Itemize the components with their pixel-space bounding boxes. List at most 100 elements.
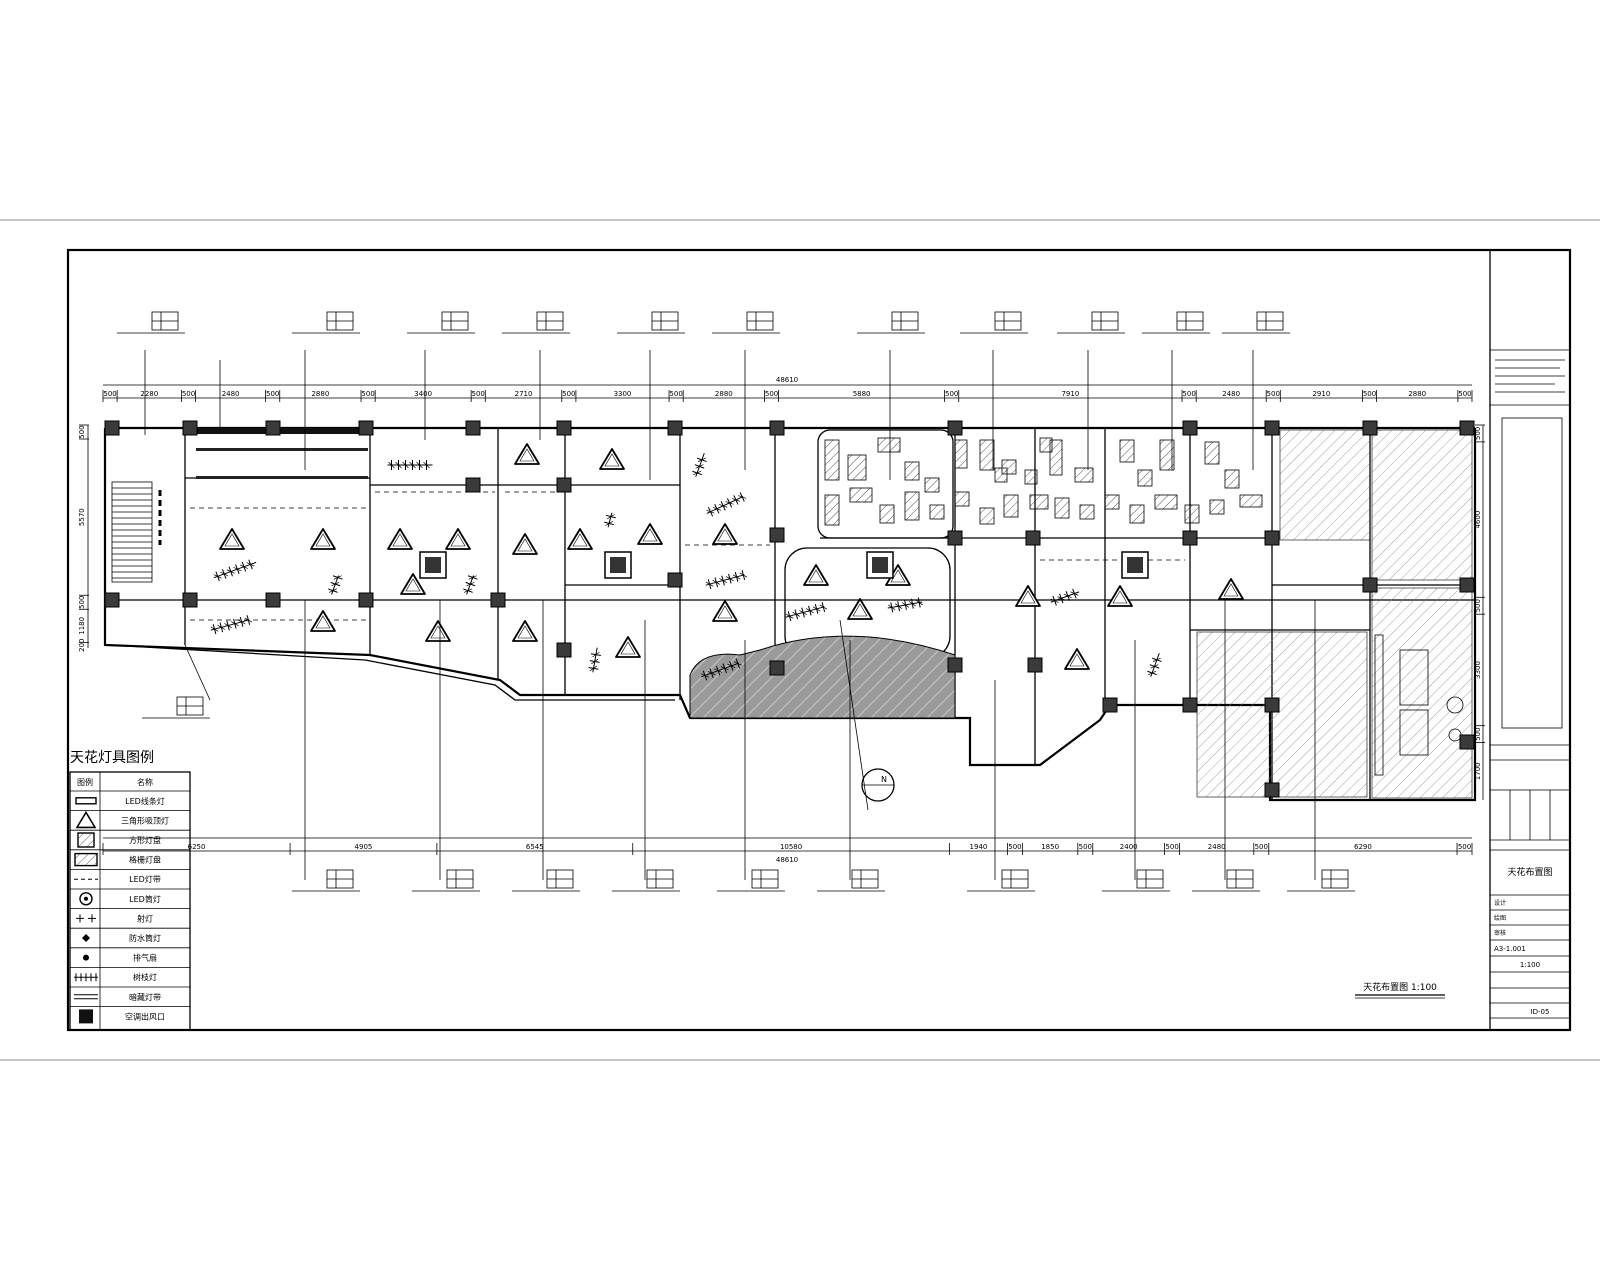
- column-16: [358, 592, 374, 608]
- top-dimension-23: 2880: [1408, 390, 1426, 398]
- column-18: [556, 642, 572, 658]
- svg-text:设计: 设计: [1494, 899, 1506, 907]
- top-dimension-15: 5880: [853, 390, 871, 398]
- svg-text:1:100: 1:100: [1520, 961, 1540, 969]
- column-13: [104, 592, 120, 608]
- column-5: [556, 420, 572, 436]
- legend-item-label: 暗藏灯带: [129, 992, 161, 1002]
- bottom-callout-tag-5: [817, 869, 885, 892]
- top-callout-tag-8: [1057, 311, 1125, 334]
- bottom-dimension-9: 500: [1165, 843, 1178, 851]
- left-dimension-4: 200: [78, 639, 86, 652]
- top-dimension-14: 500: [765, 390, 778, 398]
- bottom-dimension-7: 500: [1079, 843, 1092, 851]
- column-23: [1182, 530, 1198, 546]
- bottom-callout-tag-4: [717, 869, 785, 892]
- legend-item-label: 三角形吸顶灯: [121, 815, 169, 825]
- black-square-icon: [79, 1009, 93, 1024]
- bottom-dimension-6: 1850: [1041, 843, 1059, 851]
- column-4: [465, 420, 481, 436]
- branch-light-0: [387, 460, 433, 470]
- display-board-16: [824, 494, 840, 526]
- legend: 天花灯具图例 图例 名称 LED线条灯三角形吸顶灯方形灯盘格栅灯盘LED灯带LE…: [69, 750, 191, 1031]
- svg-text:名称: 名称: [137, 777, 153, 787]
- display-board-5: [954, 439, 968, 469]
- sheet-number-text: ID-05: [1531, 1008, 1550, 1016]
- triangle-light-icon: [75, 810, 97, 829]
- top-callout-tag-2: [407, 311, 475, 334]
- top-dimension-10: 500: [562, 390, 575, 398]
- bottom-dimension-4: 1940: [970, 843, 988, 851]
- svg-text:审核: 审核: [1494, 929, 1506, 937]
- top-callout-tag-9: [1142, 311, 1210, 334]
- left-callout-tag-99: [142, 696, 210, 719]
- branch-light-12: [887, 597, 923, 613]
- top-callout-tag-4: [617, 311, 685, 334]
- top-dimension-5: 2880: [311, 390, 329, 398]
- display-board-9: [1074, 467, 1094, 483]
- square-panel-icon: [77, 832, 95, 848]
- display-board-19: [904, 491, 920, 521]
- top-callout-tag-1: [292, 311, 360, 334]
- legend-item-label: 射灯: [137, 913, 153, 923]
- total-dimension-bottom: 48610: [776, 856, 798, 864]
- section-callouts: [117, 311, 1355, 892]
- display-board-4: [924, 477, 940, 493]
- column-35: [465, 477, 481, 493]
- legend-item-label: 空调出风口: [125, 1011, 165, 1021]
- double-line-icon: [74, 994, 98, 1000]
- column-9: [1182, 420, 1198, 436]
- column-31: [1182, 697, 1198, 713]
- display-board-25: [1054, 497, 1070, 519]
- branch-light-14: [1147, 653, 1162, 677]
- display-board-23: [1003, 494, 1019, 518]
- bottom-dimension-13: 500: [1458, 843, 1471, 851]
- bottom-callout-tag-8: [1192, 869, 1260, 892]
- drawing-number-text: A3-1.001: [1494, 945, 1526, 953]
- display-board-27: [1104, 494, 1120, 510]
- column-24: [1264, 530, 1280, 546]
- column-27: [769, 660, 785, 676]
- top-dimension-19: 2480: [1222, 390, 1240, 398]
- display-board-30: [1184, 504, 1200, 524]
- bottom-callout-tag-1: [412, 869, 480, 892]
- right-dimension-0: 500: [1474, 427, 1482, 440]
- left-dimension-3: 1180: [78, 617, 86, 635]
- hatched-panel-icon: [74, 852, 98, 867]
- total-dimension-top: 48610: [776, 376, 798, 384]
- branch-light-2: [210, 615, 253, 635]
- column-17: [490, 592, 506, 608]
- legend-item-label: LED灯带: [129, 874, 161, 884]
- top-dimension-20: 500: [1267, 390, 1280, 398]
- display-board-34: [994, 467, 1008, 483]
- drawing-caption: 天花布置图 1:100: [1363, 981, 1437, 993]
- ac-unit-1: [604, 551, 632, 579]
- left-dimension-1: 5570: [78, 508, 86, 526]
- bottom-dimension-0: 6250: [188, 843, 206, 851]
- display-board-31: [1209, 499, 1225, 515]
- top-dimension-17: 7910: [1061, 390, 1079, 398]
- top-dimension-18: 500: [1182, 390, 1195, 398]
- floor-plan: N 天花布置图 1:100: [103, 350, 1477, 999]
- column-0: [104, 420, 120, 436]
- display-board-17: [849, 487, 873, 503]
- display-board-24: [1029, 494, 1049, 510]
- bottom-dimension-12: 6290: [1354, 843, 1372, 851]
- column-22: [1025, 530, 1041, 546]
- top-callout-tag-10: [1222, 311, 1290, 334]
- branch-light-7: [706, 492, 747, 517]
- column-33: [1264, 782, 1280, 798]
- column-32: [1264, 697, 1280, 713]
- display-board-28: [1129, 504, 1145, 524]
- right-dimension-3: 3300: [1474, 661, 1482, 679]
- circle-downlight-icon: [79, 892, 93, 906]
- top-dimension-9: 2710: [515, 390, 533, 398]
- drawing-name-text: 天花布置图: [1507, 866, 1552, 878]
- column-36: [556, 477, 572, 493]
- right-dimension-5: 1700: [1474, 762, 1482, 780]
- branch-light-10: [700, 658, 742, 681]
- column-14: [182, 592, 198, 608]
- bottom-dimension-5: 500: [1008, 843, 1021, 851]
